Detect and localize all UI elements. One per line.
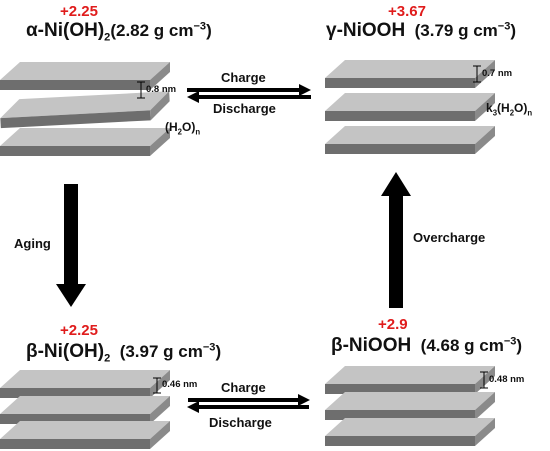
beta2-layer-2 xyxy=(0,396,170,424)
beta2-oxidation-state: +2.25 xyxy=(60,322,98,339)
bottom-charge-label: Charge xyxy=(221,380,266,395)
gamma-layer-2 xyxy=(325,93,495,121)
top-charge-arrow xyxy=(187,84,311,96)
alpha-phase-title: α-Ni(OH)2(2.82 g cm−3) xyxy=(26,20,212,44)
beta2-phase-title: β-Ni(OH)2 (3.97 g cm−3) xyxy=(26,341,222,365)
beta2-layer-1 xyxy=(0,370,170,398)
gamma-spacing-label: 0.7 nm xyxy=(482,68,513,79)
gamma-layer-3 xyxy=(325,126,495,154)
overcharge-label: Overcharge xyxy=(413,230,486,245)
beta2-spacing-label: 0.46 nm xyxy=(162,379,198,390)
beta2-spacing-bracket xyxy=(153,377,161,394)
beta2-layer-3 xyxy=(0,421,170,449)
gamma-oxidation-state: +3.67 xyxy=(388,3,426,20)
beta3-layer-stack xyxy=(325,366,495,446)
beta3-layer-3 xyxy=(325,418,495,446)
beta3-layer-1 xyxy=(325,366,495,394)
beta3-layer-2 xyxy=(325,392,495,420)
alpha-spacing-label: 0.8 nm xyxy=(146,84,177,95)
beta3-spacing-bracket xyxy=(480,371,488,389)
top-charge-label: Charge xyxy=(221,70,266,85)
alpha-spacing-bracket xyxy=(137,81,145,99)
bottom-discharge-arrow xyxy=(187,401,309,413)
beta3-spacing-label: 0.48 nm xyxy=(489,374,525,385)
gamma-phase-title: γ-NiOOH (3.79 g cm−3) xyxy=(326,20,517,41)
bottom-discharge-label: Discharge xyxy=(209,415,272,430)
beta2-layer-stack xyxy=(0,370,170,449)
gamma-layer-stack xyxy=(325,60,495,154)
alpha-layer-2 xyxy=(0,91,171,129)
beta3-phase-title: β-NiOOH (4.68 g cm−3) xyxy=(331,335,523,356)
alpha-layer-stack xyxy=(0,62,171,156)
overcharge-arrow xyxy=(381,172,411,308)
aging-label: Aging xyxy=(14,236,51,251)
alpha-layer-1 xyxy=(0,62,170,90)
beta3-oxidation-state: +2.9 xyxy=(378,316,408,333)
top-discharge-arrow xyxy=(187,91,311,103)
aging-arrow xyxy=(56,184,86,307)
gamma-intercalant-label: k3(H2O)n xyxy=(486,101,533,118)
gamma-layer-1 xyxy=(325,60,495,88)
top-discharge-label: Discharge xyxy=(213,101,276,116)
bottom-charge-arrow xyxy=(188,394,310,406)
gamma-spacing-bracket xyxy=(473,65,481,83)
alpha-layer-3 xyxy=(0,128,170,156)
alpha-intercalant-label: (H2O)n xyxy=(165,120,201,137)
alpha-oxidation-state: +2.25 xyxy=(60,3,98,20)
